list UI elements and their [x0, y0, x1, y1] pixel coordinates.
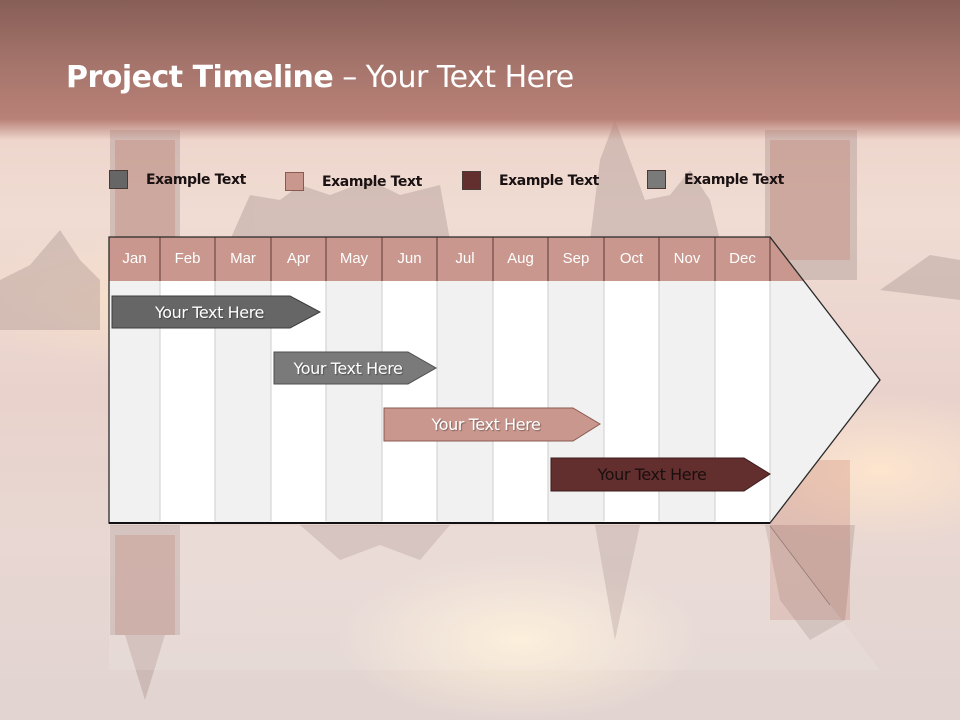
month-header-sep: Sep [562, 250, 590, 267]
legend-swatch-maroon [462, 171, 481, 190]
month-header-dec: Dec [729, 250, 756, 267]
month-header-nov: Nov [673, 250, 701, 267]
month-header-mar: Mar [230, 250, 256, 267]
title-bold: Project Timeline [66, 60, 334, 95]
legend-swatch-slate [647, 170, 666, 189]
task-bar-1[interactable]: Your Text Here [154, 303, 265, 322]
task-bar-2[interactable]: Your Text Here [293, 359, 403, 378]
legend-swatch-rose [285, 172, 304, 191]
month-header-oct: Oct [619, 250, 644, 267]
month-header-jun: Jun [397, 250, 422, 267]
month-header-aug: Aug [507, 250, 534, 267]
legend-item-4: Example Text [647, 170, 784, 189]
legend-label: Example Text [146, 171, 246, 188]
legend-swatch-gray [109, 170, 128, 189]
legend-label: Example Text [499, 172, 599, 189]
legend-item-2: Example Text [285, 172, 422, 191]
legend-label: Example Text [322, 173, 422, 190]
legend-item-3: Example Text [462, 171, 599, 190]
task-bar-4[interactable]: Your Text Here [597, 465, 707, 484]
header-band [0, 0, 960, 140]
month-header-feb: Feb [174, 250, 201, 267]
month-header-apr: Apr [286, 250, 311, 267]
month-header-jan: Jan [122, 250, 147, 267]
legend-item-1: Example Text [109, 170, 246, 189]
task-bar-3[interactable]: Your Text Here [431, 415, 541, 434]
title-subtitle: – Your Text Here [333, 60, 574, 95]
month-header-may: May [339, 250, 369, 267]
month-header-jul: Jul [455, 250, 475, 267]
legend-label: Example Text [684, 171, 784, 188]
slide-title: Project Timeline – Your Text Here [66, 60, 574, 95]
